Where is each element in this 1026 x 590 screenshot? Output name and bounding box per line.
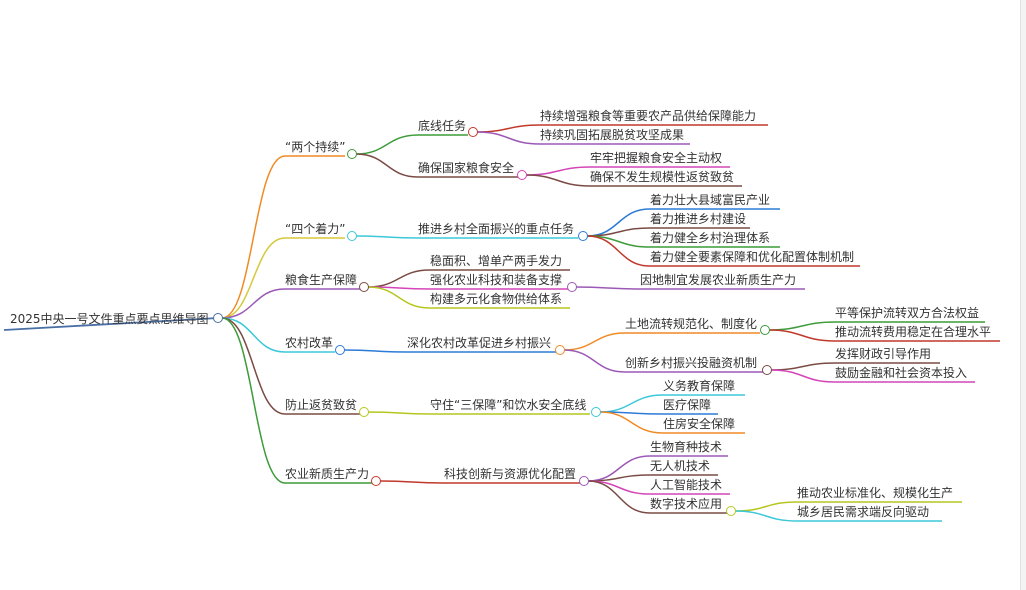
collapse-toggle-n3[interactable] xyxy=(359,282,369,292)
topic-n1a1[interactable]: 持续增强粮食等重要农产品供给保障能力 xyxy=(540,109,757,123)
topic-n2[interactable]: “四个着力” xyxy=(285,222,346,236)
topic-n1b2[interactable]: 确保不发生规模性返贫致贫 xyxy=(590,170,735,184)
connector-n1b2 xyxy=(525,174,742,187)
topic-n3[interactable]: 粮食生产保障 xyxy=(285,273,358,287)
collapse-toggle-n2[interactable] xyxy=(347,231,357,241)
connector-n2a xyxy=(355,235,578,239)
collapse-toggle-n4a2[interactable] xyxy=(762,365,772,375)
connector-n4 xyxy=(221,317,335,353)
connector-n4a2b xyxy=(770,369,975,383)
collapse-toggle-n5a[interactable] xyxy=(591,407,601,417)
connector-n4a1 xyxy=(563,332,760,351)
topic-n2a1[interactable]: 着力壮大县域富民产业 xyxy=(650,193,771,207)
topic-n2a3[interactable]: 着力健全乡村治理体系 xyxy=(650,231,771,245)
collapse-toggle-n1b[interactable] xyxy=(517,170,527,180)
connector-n1 xyxy=(221,155,345,319)
connector-n6 xyxy=(221,317,375,484)
topic-n3b[interactable]: 强化农业科技和装备支撑 xyxy=(430,273,563,287)
topic-n5a[interactable]: 守住“三保障”和饮水安全底线 xyxy=(430,398,587,412)
topic-n1a[interactable]: 底线任务 xyxy=(418,119,467,133)
topic-n5[interactable]: 防止返贫致贫 xyxy=(285,398,358,412)
collapse-toggle-n4[interactable] xyxy=(335,345,345,355)
connector-n2a4 xyxy=(586,235,860,267)
connector-n4a xyxy=(343,349,557,353)
connector-n6a4a xyxy=(734,501,962,512)
collapse-toggle-n6[interactable] xyxy=(371,476,381,486)
right-scrollbar-edge xyxy=(1020,0,1026,590)
root-underline xyxy=(3,317,219,331)
topic-n1b1[interactable]: 牢牢把握粮食安全主动权 xyxy=(590,151,723,165)
connector-n5a3 xyxy=(599,411,745,434)
topic-n1b[interactable]: 确保国家粮食安全 xyxy=(418,161,515,175)
connector-n6a xyxy=(379,480,580,484)
topic-n3c[interactable]: 构建多元化食物供给体系 xyxy=(430,292,563,306)
connector-n1b xyxy=(355,153,518,178)
connector-n1a2 xyxy=(476,131,690,145)
topic-n6a4a[interactable]: 推动农业标准化、规模化生产 xyxy=(797,486,954,500)
topic-n3b1[interactable]: 因地制宜发展农业新质生产力 xyxy=(640,273,797,287)
connector-n5a2 xyxy=(599,411,718,415)
topic-n4a1a[interactable]: 平等保护流转双方合法权益 xyxy=(835,306,980,320)
topic-n5a1[interactable]: 义务教育保障 xyxy=(663,379,736,393)
topic-n6a2[interactable]: 无人机技术 xyxy=(650,459,711,473)
topic-n4a1[interactable]: 土地流转规范化、制度化 xyxy=(625,317,758,331)
connector-n1a xyxy=(355,134,468,155)
collapse-toggle-n3b[interactable] xyxy=(567,282,577,292)
topic-n5a2[interactable]: 医疗保障 xyxy=(663,398,712,412)
topic-n6a4b[interactable]: 城乡居民需求端反向驱动 xyxy=(797,505,930,519)
connector-n3b1 xyxy=(575,286,805,290)
topic-n3a[interactable]: 稳面积、增单产两手发力 xyxy=(430,254,563,268)
topic-n6a3[interactable]: 人工智能技术 xyxy=(650,478,723,492)
topic-n6a4[interactable]: 数字技术应用 xyxy=(650,497,723,511)
topic-n6a[interactable]: 科技创新与资源优化配置 xyxy=(444,467,577,481)
topic-n1[interactable]: “两个持续” xyxy=(285,140,346,154)
connector-n4a1b xyxy=(768,329,1000,342)
topic-n6a1[interactable]: 生物育种技术 xyxy=(650,440,723,454)
connector-n5a xyxy=(367,411,590,415)
topic-n2a[interactable]: 推进乡村全面振兴的重点任务 xyxy=(418,222,575,236)
topic-n4a2[interactable]: 创新乡村振兴投融资机制 xyxy=(625,356,758,370)
collapse-toggle-n6a[interactable] xyxy=(579,476,589,486)
topic-n4a[interactable]: 深化农村改革促进乡村振兴 xyxy=(407,336,552,350)
topic-n4a1b[interactable]: 推动流转费用稳定在合理水平 xyxy=(835,325,992,339)
collapse-toggle-n4a1[interactable] xyxy=(760,325,770,335)
connector-n6a4b xyxy=(734,510,942,522)
connector-n3 xyxy=(221,288,360,319)
collapse-toggle-n1[interactable] xyxy=(347,149,357,159)
root-topic[interactable]: 2025中央一号文件重点要点思维导图 xyxy=(10,312,209,326)
topic-n2a4[interactable]: 着力健全要素保障和优化配置体制机制 xyxy=(650,250,855,264)
connector-n2 xyxy=(221,237,345,319)
topic-n6[interactable]: 农业新质生产力 xyxy=(285,467,370,481)
collapse-toggle-n6a4[interactable] xyxy=(726,506,736,516)
topic-n4[interactable]: 农村改革 xyxy=(285,336,334,350)
topic-n1a2[interactable]: 持续巩固拓展脱贫攻坚成果 xyxy=(540,128,685,142)
connector-n6a4 xyxy=(587,480,728,514)
topic-n2a2[interactable]: 着力推进乡村建设 xyxy=(650,212,747,226)
connector-n5 xyxy=(221,317,360,415)
topic-n4a2a[interactable]: 发挥财政引导作用 xyxy=(835,347,932,361)
collapse-toggle-n4a[interactable] xyxy=(555,345,565,355)
topic-n5a3[interactable]: 住房安全保障 xyxy=(663,417,736,431)
topic-n4a2b[interactable]: 鼓励金融和社会资本投入 xyxy=(835,366,968,380)
collapse-toggle-n5[interactable] xyxy=(359,407,369,417)
connector-n4a2 xyxy=(563,349,765,373)
collapse-toggle-root[interactable] xyxy=(213,313,223,323)
collapse-toggle-n2a[interactable] xyxy=(578,231,588,241)
connector-n3b xyxy=(367,286,570,290)
collapse-toggle-n1a[interactable] xyxy=(468,127,478,137)
connector-n3c xyxy=(367,286,570,309)
